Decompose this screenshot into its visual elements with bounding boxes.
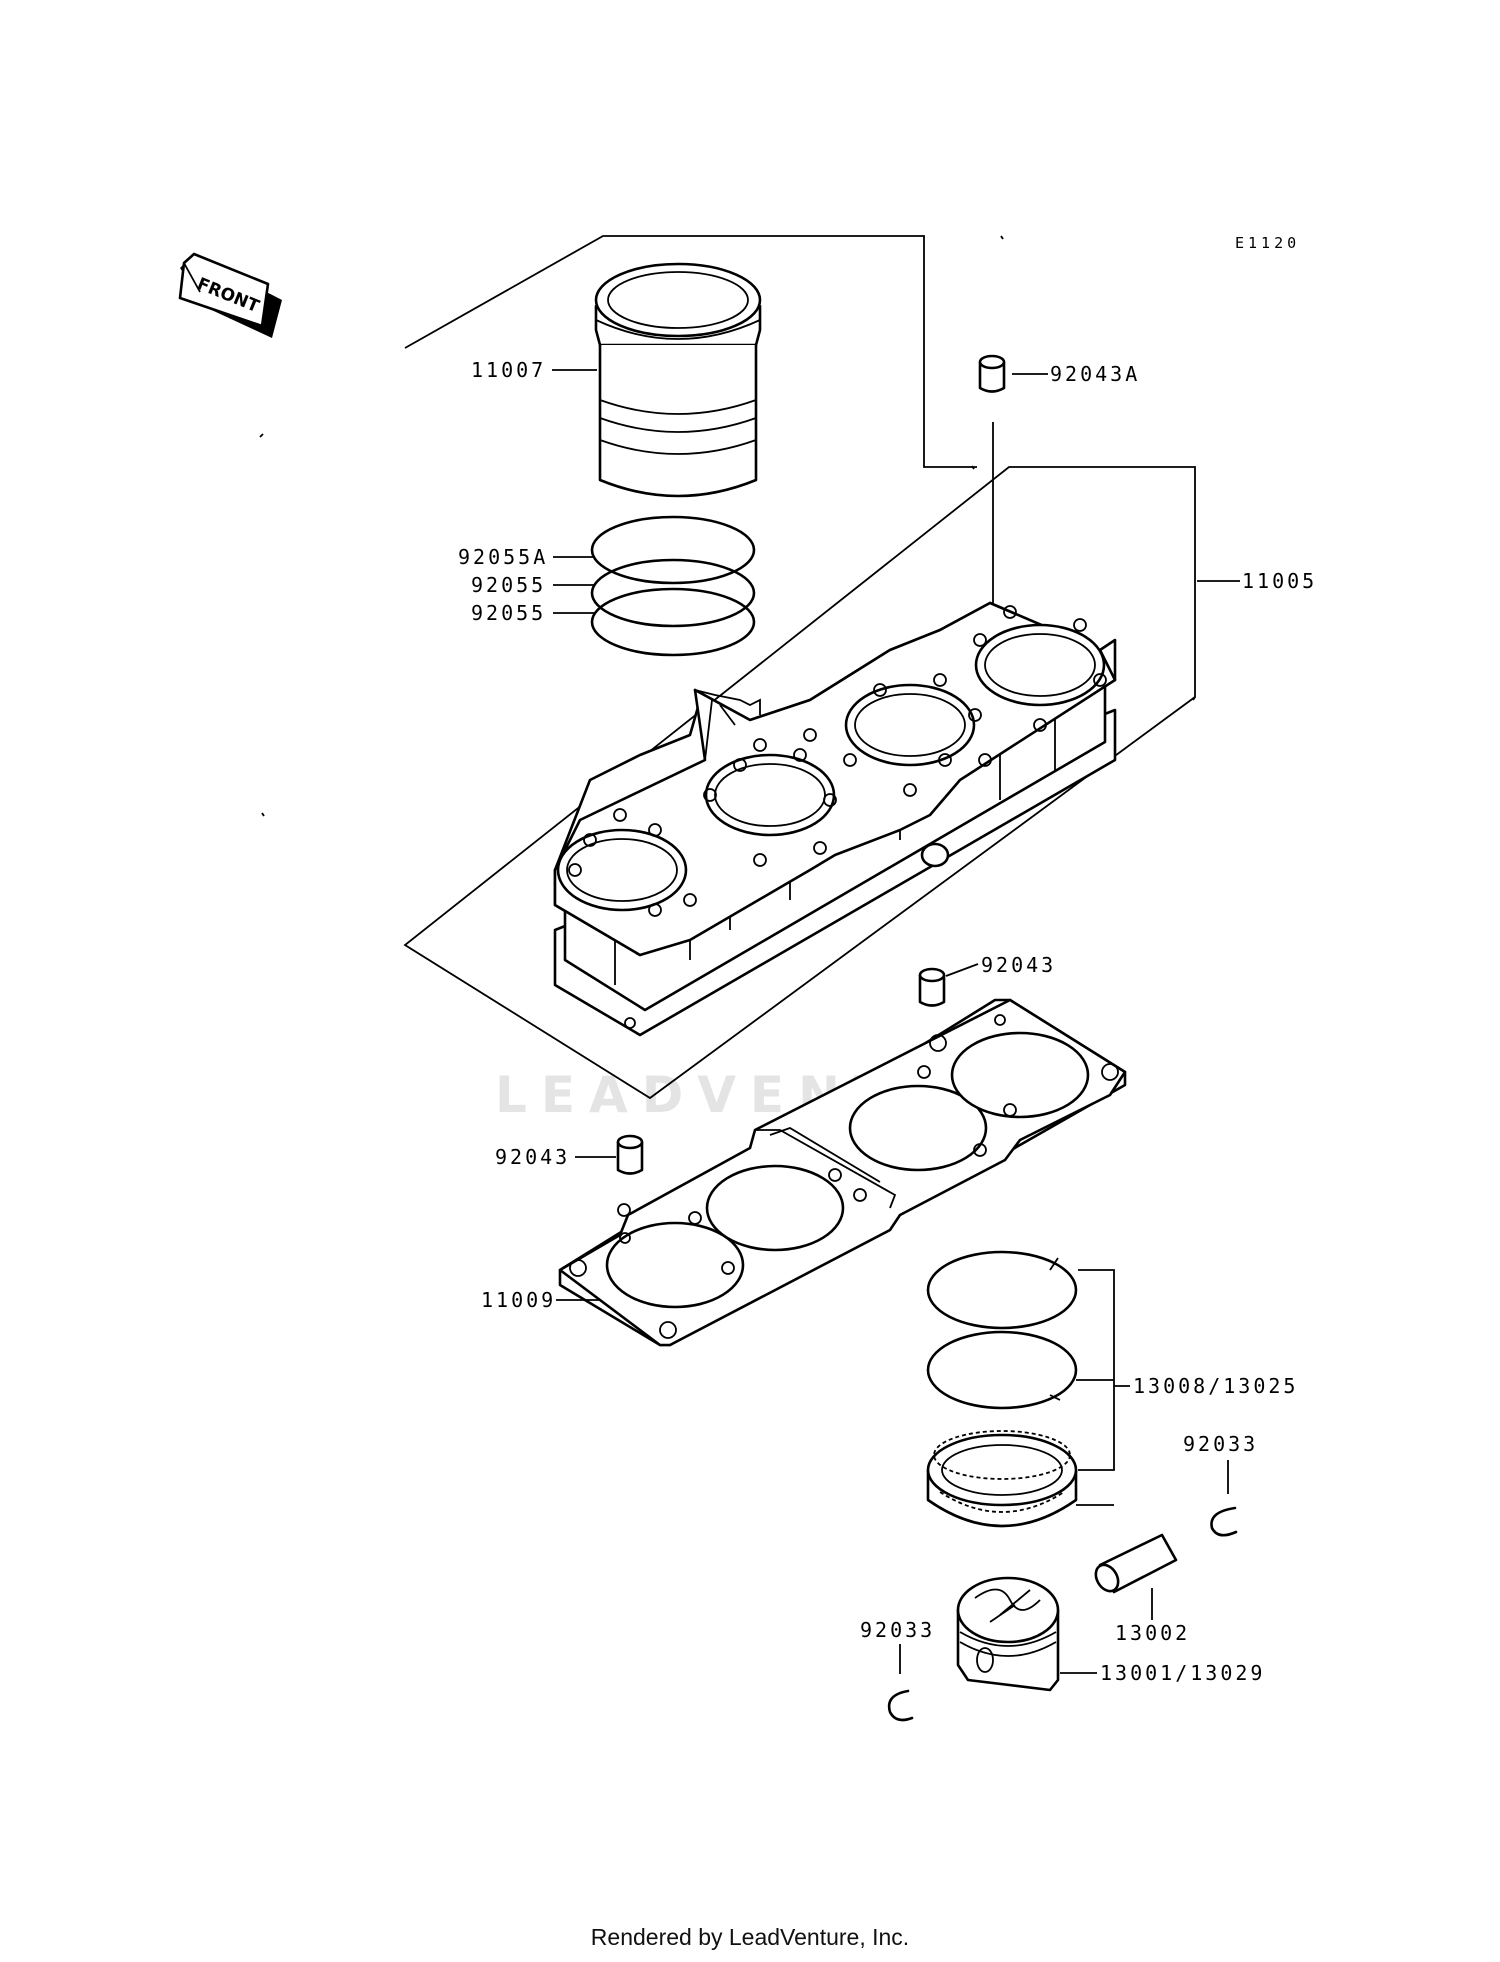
circlip-right <box>1210 1506 1238 1537</box>
cylinder-sleeve <box>594 262 762 498</box>
dowel-pin-92043-upper <box>918 967 946 1007</box>
diagram-code: E1120 <box>1235 234 1300 252</box>
callout-11005: 11005 <box>1242 569 1317 593</box>
callout-13001-13029: 13001/13029 <box>1100 1661 1265 1685</box>
callout-92055-2: 92055 <box>471 601 546 625</box>
piston-ring-set-lower <box>926 1250 1078 1528</box>
callout-13008-13025: 13008/13025 <box>1133 1374 1298 1398</box>
callout-92055-1: 92055 <box>471 573 546 597</box>
front-arrow-icon: FRONT <box>178 252 282 338</box>
callout-11007: 11007 <box>471 358 546 382</box>
circlip-left <box>887 1689 914 1722</box>
cylinder-block <box>553 601 1117 1037</box>
callout-92033-left: 92033 <box>860 1618 935 1642</box>
cylinder-assembly-box <box>403 235 1196 1100</box>
callout-92043-upper: 92043 <box>981 953 1056 977</box>
callout-92055a: 92055A <box>458 545 548 569</box>
callout-13002: 13002 <box>1115 1621 1190 1645</box>
piston-pin <box>1094 1533 1178 1594</box>
head-gasket <box>558 998 1127 1347</box>
footer-credit: Rendered by LeadVenture, Inc. <box>590 1924 910 1950</box>
callout-92043a: 92043A <box>1050 362 1140 386</box>
leader-lines <box>552 369 1240 1674</box>
piston-ring-set-upper <box>590 515 756 657</box>
piston <box>956 1576 1060 1692</box>
callout-11009: 11009 <box>481 1288 556 1312</box>
callout-92033-right: 92033 <box>1183 1432 1258 1456</box>
callout-92043-lower: 92043 <box>495 1145 570 1169</box>
dowel-pin-92043-lower <box>616 1134 644 1175</box>
